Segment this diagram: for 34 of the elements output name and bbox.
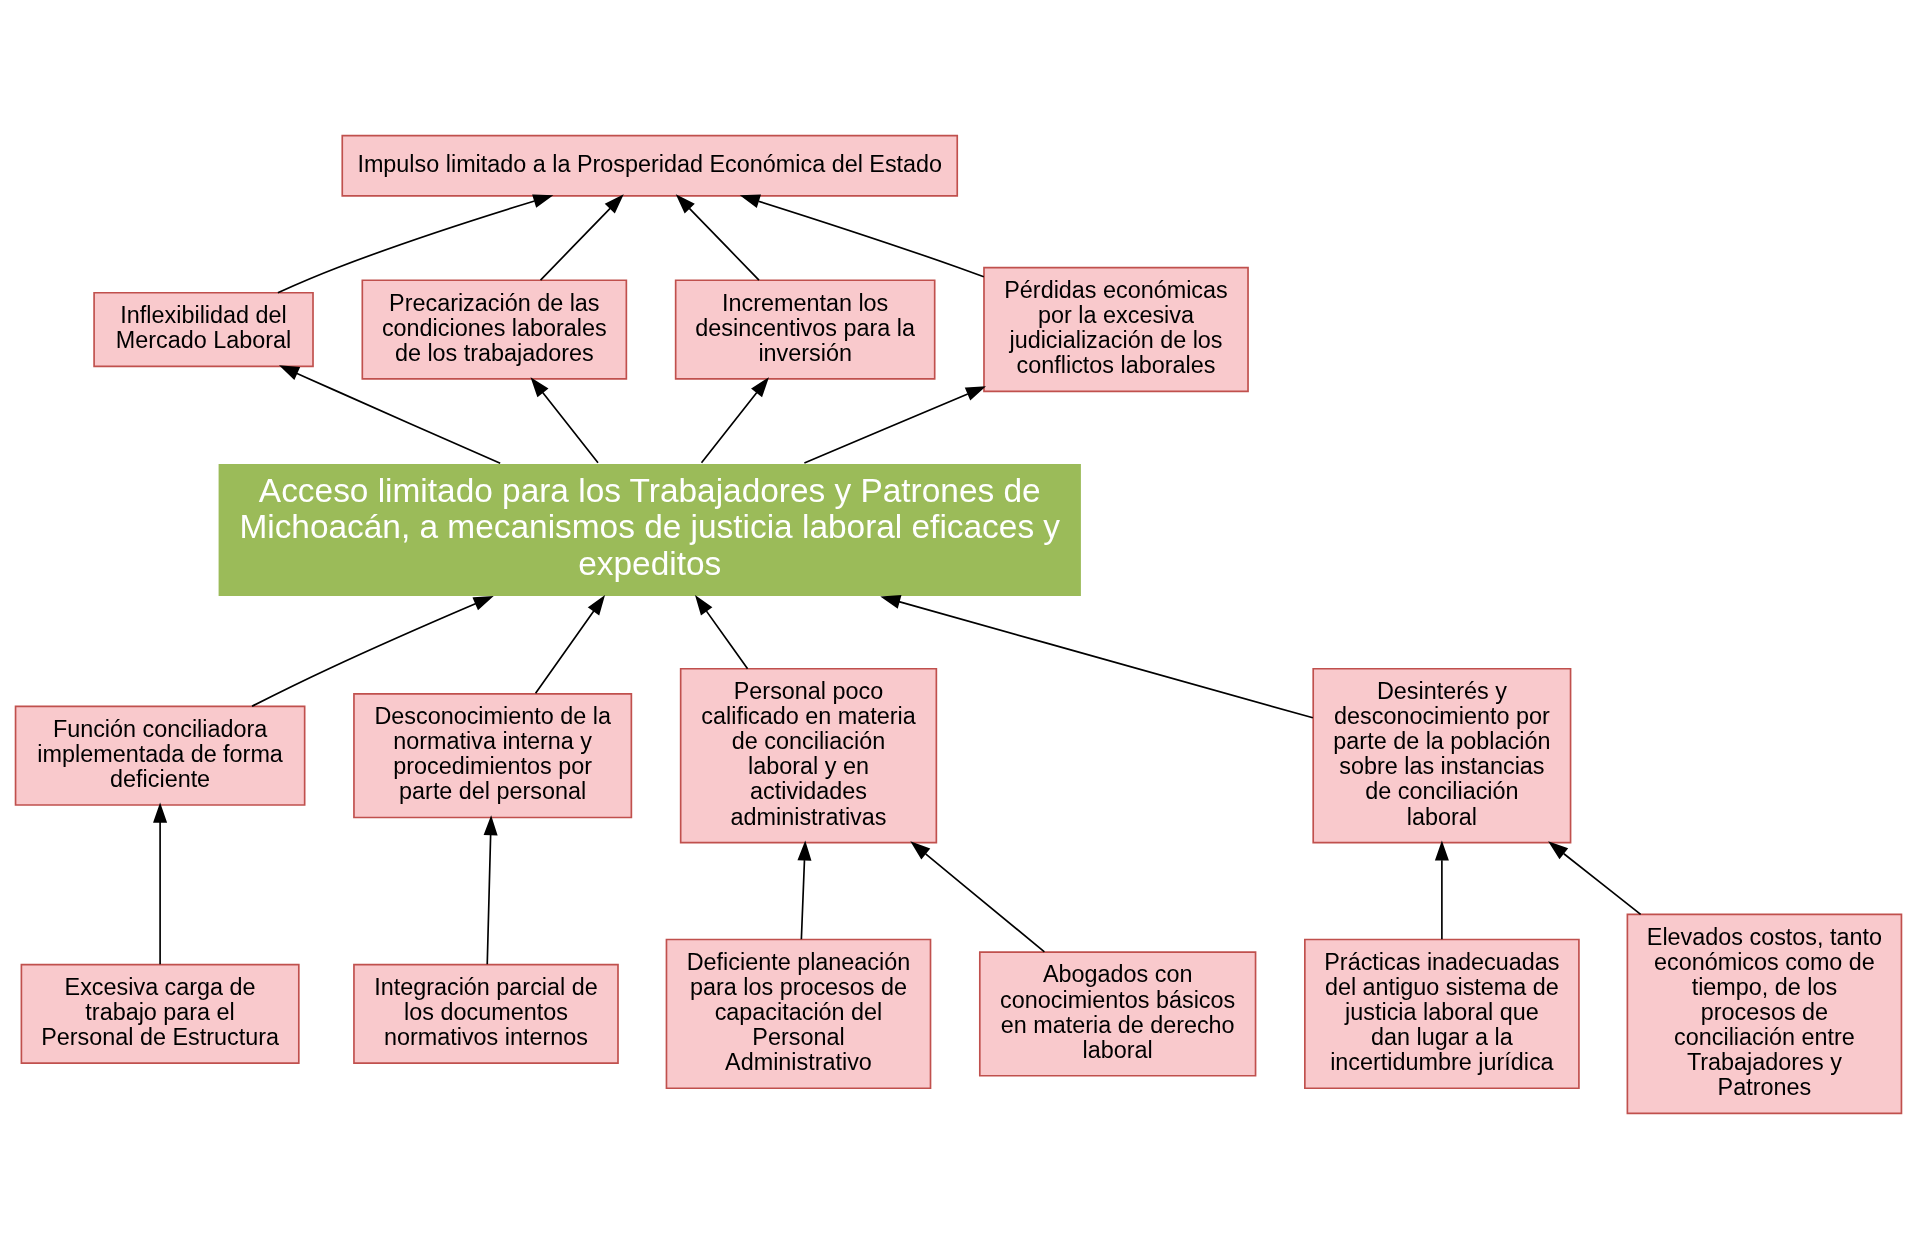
node-box: Pérdidas económicas por la excesiva judicialización de los conflictos laborales — [983, 266, 1249, 393]
node-box: Desinterés y desconocimiento por parte de la población sobre las instancias de conciliación laboral — [1312, 667, 1572, 844]
arrow — [880, 595, 1314, 719]
arrow — [910, 841, 1046, 953]
arrow — [153, 802, 168, 966]
arrow — [700, 377, 769, 464]
node-box: Abogados con conocimientos básicos en materia de derecho laboral — [978, 951, 1257, 1077]
node-box: Precarización de las condiciones laborales de los trabajadores — [361, 279, 628, 380]
node-box: Desconocimiento de la normativa interna y procedimientos por parte del personal — [353, 693, 633, 819]
arrow — [797, 840, 812, 940]
node-box: Incrementan los desincentivos para la inversión — [674, 279, 936, 380]
arrow — [534, 595, 606, 695]
node-box: Acceso limitado para los Trabajadores y Patrones de Michoacán, a mecanismos de justicia laboral eficaces y expeditos — [216, 462, 1083, 598]
arrow — [803, 386, 986, 464]
node-box: Impulso limitado a la Prosperidad Económica del Estado — [341, 134, 959, 197]
arrow — [483, 815, 498, 966]
arrow — [695, 595, 749, 670]
node-box: Función conciliadora implementada de forma deficiente — [14, 705, 306, 806]
node-box: Prácticas inadecuadas del antiguo sistema de justicia laboral que dan lugar a la incertidumbre jurídica — [1304, 938, 1580, 1090]
node-box: Integración parcial de los documentos normativos internos — [353, 963, 619, 1064]
node-box: Deficiente planeación para los procesos de capacitación del Personal Administrativo — [665, 938, 932, 1090]
arrow — [278, 365, 502, 464]
arrow — [1548, 841, 1642, 916]
arrow — [277, 194, 554, 294]
arrow — [675, 194, 760, 281]
arrow — [739, 194, 985, 278]
node-box: Personal poco calificado en materia de conciliación laboral y en actividades administrativas — [679, 667, 938, 844]
arrow — [251, 596, 494, 708]
arrow — [1434, 840, 1449, 940]
arrow — [539, 194, 624, 281]
node-box: Excesiva carga de trabajo para el Personal de Estructura — [20, 963, 300, 1064]
node-box: Elevados costos, tanto económicos como de tiempo, de los procesos de conciliación entre Trabajadores y Patrones — [1626, 913, 1903, 1115]
node-box: Inflexibilidad del Mercado Laboral — [93, 291, 314, 368]
arrow — [530, 377, 599, 464]
